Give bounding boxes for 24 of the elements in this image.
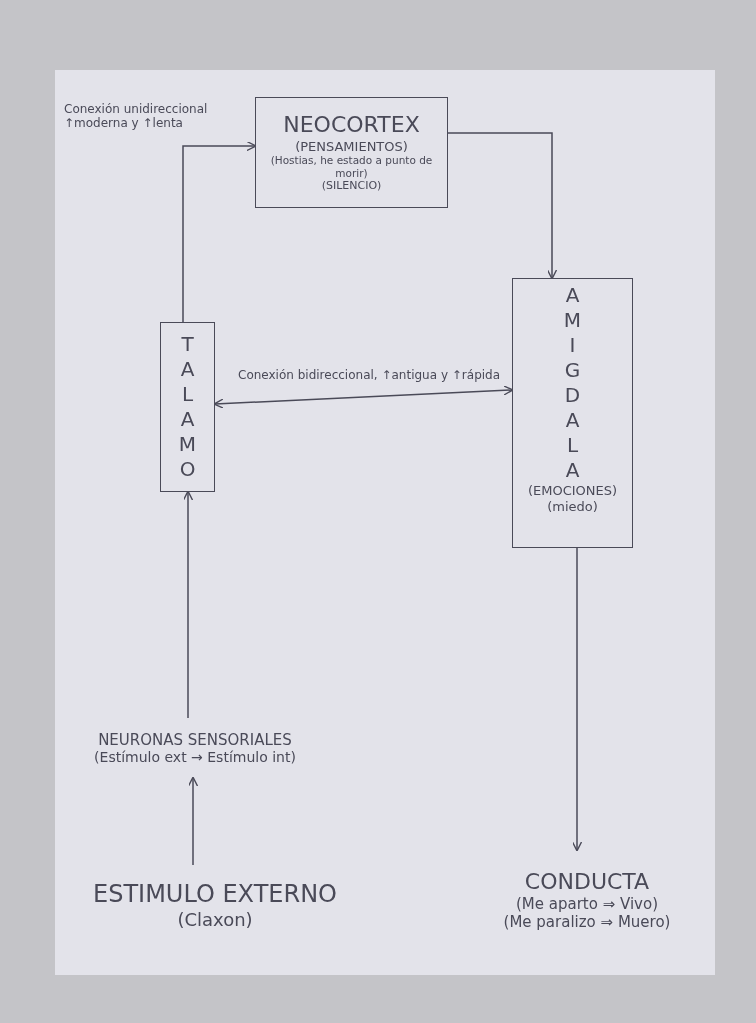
node-note: (Hostias, he estado a punto de morir) — [269, 154, 434, 180]
node-note: (miedo) — [547, 498, 598, 515]
arrow — [571, 547, 583, 852]
node-note: (Me aparto ⇒ Vivo) — [516, 895, 658, 914]
node-title: CONDUCTA — [524, 868, 650, 896]
arrow — [182, 490, 194, 719]
node-subtitle: (EMOCIONES) — [527, 483, 618, 499]
process-box — [255, 97, 448, 208]
node-title: AMIGDALA — [562, 283, 583, 483]
node-note: (Me paralizo ⇒ Muero) — [503, 913, 671, 932]
node-title: NEURONAS SENSORIALES — [98, 730, 292, 749]
arrow — [182, 140, 257, 323]
node-subtitle: (Claxon) — [177, 908, 253, 931]
arrow — [447, 132, 558, 280]
node-subtitle: (PENSAMIENTOS) — [295, 138, 408, 155]
node-note: (SILENCIO) — [321, 179, 382, 193]
node-subtitle: (Estímulo ext → Estímulo int) — [94, 748, 296, 766]
process-box — [160, 322, 215, 492]
node-title: ESTIMULO EXTERNO — [93, 879, 337, 909]
arrow — [213, 385, 514, 409]
process-box — [512, 278, 633, 548]
arrow — [187, 776, 199, 866]
node-title: NEOCORTEX — [283, 112, 420, 139]
node-title: TALAMO — [177, 332, 198, 482]
